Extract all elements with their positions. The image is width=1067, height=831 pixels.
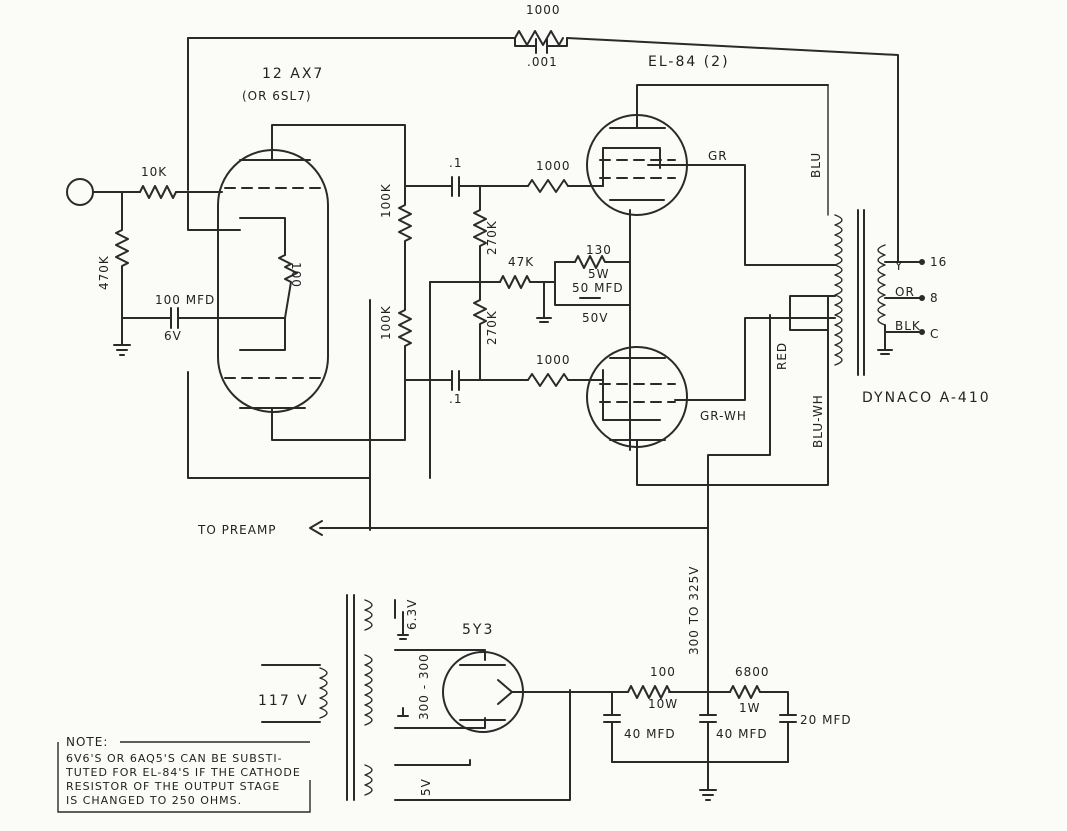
power-supply: 117 V 6.3V 300 - 300 5V 5Y3 100 10W 6800… [258, 594, 852, 801]
bias-resistor [499, 275, 531, 289]
note-box: NOTE: 6V6'S OR 6AQ5'S CAN BE SUBSTI- TUT… [57, 735, 311, 813]
coupling-capacitor-bottom-label: .1 [449, 392, 462, 406]
note-line-3: RESISTOR OF THE OUTPUT STAGE [66, 780, 280, 793]
cathode-capacitor-label: 100 MFD [155, 293, 215, 307]
input-resistor [139, 185, 177, 199]
grid-stopper-bottom [527, 373, 569, 387]
preamp-tube-alt: (OR 6SL7) [242, 89, 312, 103]
output-8-label: 8 [930, 291, 939, 305]
feedback-capacitor-label: .001 [527, 55, 558, 69]
terminal-8-icon [919, 295, 925, 301]
output-tube-name: EL-84 (2) [648, 54, 730, 70]
feedback-network: 1000 .001 [187, 3, 899, 263]
grid-resistor-label: 470K [97, 255, 111, 290]
plate-resistor-top-label: 100K [379, 183, 393, 218]
note-line-1: 6V6'S OR 6AQ5'S CAN BE SUBSTI- [66, 752, 283, 765]
bplus-distribution: TO PREAMP 300 TO 325V [197, 359, 771, 691]
to-preamp-label: TO PREAMP [197, 523, 277, 537]
plate-resistor-bottom-label: 100K [379, 305, 393, 340]
transformer-name: DYNACO A-410 [862, 390, 991, 406]
rectifier-name: 5Y3 [462, 622, 494, 638]
grid-stopper-top [527, 179, 569, 193]
input-resistor-label: 10K [141, 165, 167, 179]
arrow-left-icon [309, 520, 323, 536]
tap-blk-label: BLK [895, 319, 921, 333]
cathode-resistor [278, 254, 298, 319]
output-cathode-capacitor-voltage: 50V [582, 311, 608, 325]
filter-resistor-1-watt: 10W [648, 697, 678, 711]
tap-y-label: Y [894, 259, 903, 273]
output-cathode-capacitor-label: 50 MFD [572, 281, 624, 295]
output-transformer: BLU BLU-WH RED Y OR BLK 16 8 C DYNACO A-… [769, 84, 991, 448]
filter-cap-2-label: 40 MFD [716, 727, 768, 741]
feedback-resistor-label: 1000 [526, 3, 561, 17]
rect-heater-label: 5V [419, 778, 433, 796]
wire-gr-label: GR [708, 149, 728, 163]
note-line-2: TUTED FOR EL-84'S IF THE CATHODE [65, 766, 301, 779]
grid-stopper-top-label: 1000 [536, 159, 571, 173]
wire-bluwh-label: BLU-WH [811, 394, 825, 448]
grid-resistor-bottom-label: 270K [485, 310, 499, 345]
filter-resistor-1-label: 100 [650, 665, 676, 679]
output-tube-top: GR EL-84 (2) [586, 54, 836, 266]
output-16-label: 16 [930, 255, 947, 269]
filter-resistor-2 [729, 685, 761, 699]
mains-label: 117 V [258, 693, 309, 709]
filter-resistor-2-watt: 1W [739, 701, 761, 715]
hv-label: 300 - 300 [417, 653, 431, 720]
coupling-capacitor-bottom [451, 370, 460, 391]
heater-label: 6.3V [405, 599, 419, 630]
output-cathode-resistor [574, 255, 611, 269]
tap-or-label: OR [895, 285, 915, 299]
ground-icon [877, 324, 893, 355]
filter-cap-3-label: 20 MFD [800, 713, 852, 727]
output-c-label: C [930, 327, 939, 341]
terminal-16-icon [919, 259, 925, 265]
wire-grwh-label: GR-WH [700, 409, 747, 423]
input-jack-icon [66, 178, 94, 206]
filter-resistor-2-label: 6800 [735, 665, 770, 679]
cathode-bypass-capacitor [170, 307, 179, 329]
phase-splitter-loads: 100K 100K .1 .1 1000 1000 270K 270K 47K [369, 156, 604, 531]
wire-blu-label: BLU [809, 152, 823, 178]
output-cathode-resistor-watt: 5W [588, 267, 610, 281]
output-cathode-capacitor [579, 297, 601, 306]
coupling-capacitor-top [451, 176, 460, 197]
feedback-resistor [514, 30, 564, 46]
bplus-label: 300 TO 325V [687, 566, 701, 655]
ground-icon [536, 281, 552, 323]
ground-icon [113, 344, 131, 356]
note-title: NOTE: [66, 735, 108, 749]
input-section: 10K 470K 100 MFD 6V [66, 165, 286, 356]
filter-cap-1-label: 40 MFD [624, 727, 676, 741]
filter-resistor-1 [627, 685, 671, 699]
plate-resistor-bottom [398, 299, 412, 381]
cathode-resistor-label: 100 [289, 262, 303, 288]
cathode-capacitor-voltage: 6V [164, 329, 182, 343]
ground-icon [699, 761, 717, 801]
terminal-c-icon [919, 329, 925, 335]
grid-resistor [115, 191, 129, 346]
output-tube-bottom: GR-WH [586, 295, 836, 486]
preamp-tube: 100 12 AX7 (OR 6SL7) [187, 66, 406, 479]
output-cathode-resistor-label: 130 [586, 243, 612, 257]
note-line-4: IS CHANGED TO 250 OHMS. [66, 794, 242, 807]
grid-resistor-top-label: 270K [485, 220, 499, 255]
wire-red-label: RED [775, 342, 789, 370]
coupling-capacitor-top-label: .1 [449, 156, 462, 170]
bias-resistor-label: 47K [508, 255, 534, 269]
output-cathode-network: 130 5W 50 MFD 50V [554, 209, 631, 451]
feedback-capacitor [535, 38, 548, 54]
grid-stopper-bottom-label: 1000 [536, 353, 571, 367]
preamp-tube-name: 12 AX7 [262, 66, 324, 82]
